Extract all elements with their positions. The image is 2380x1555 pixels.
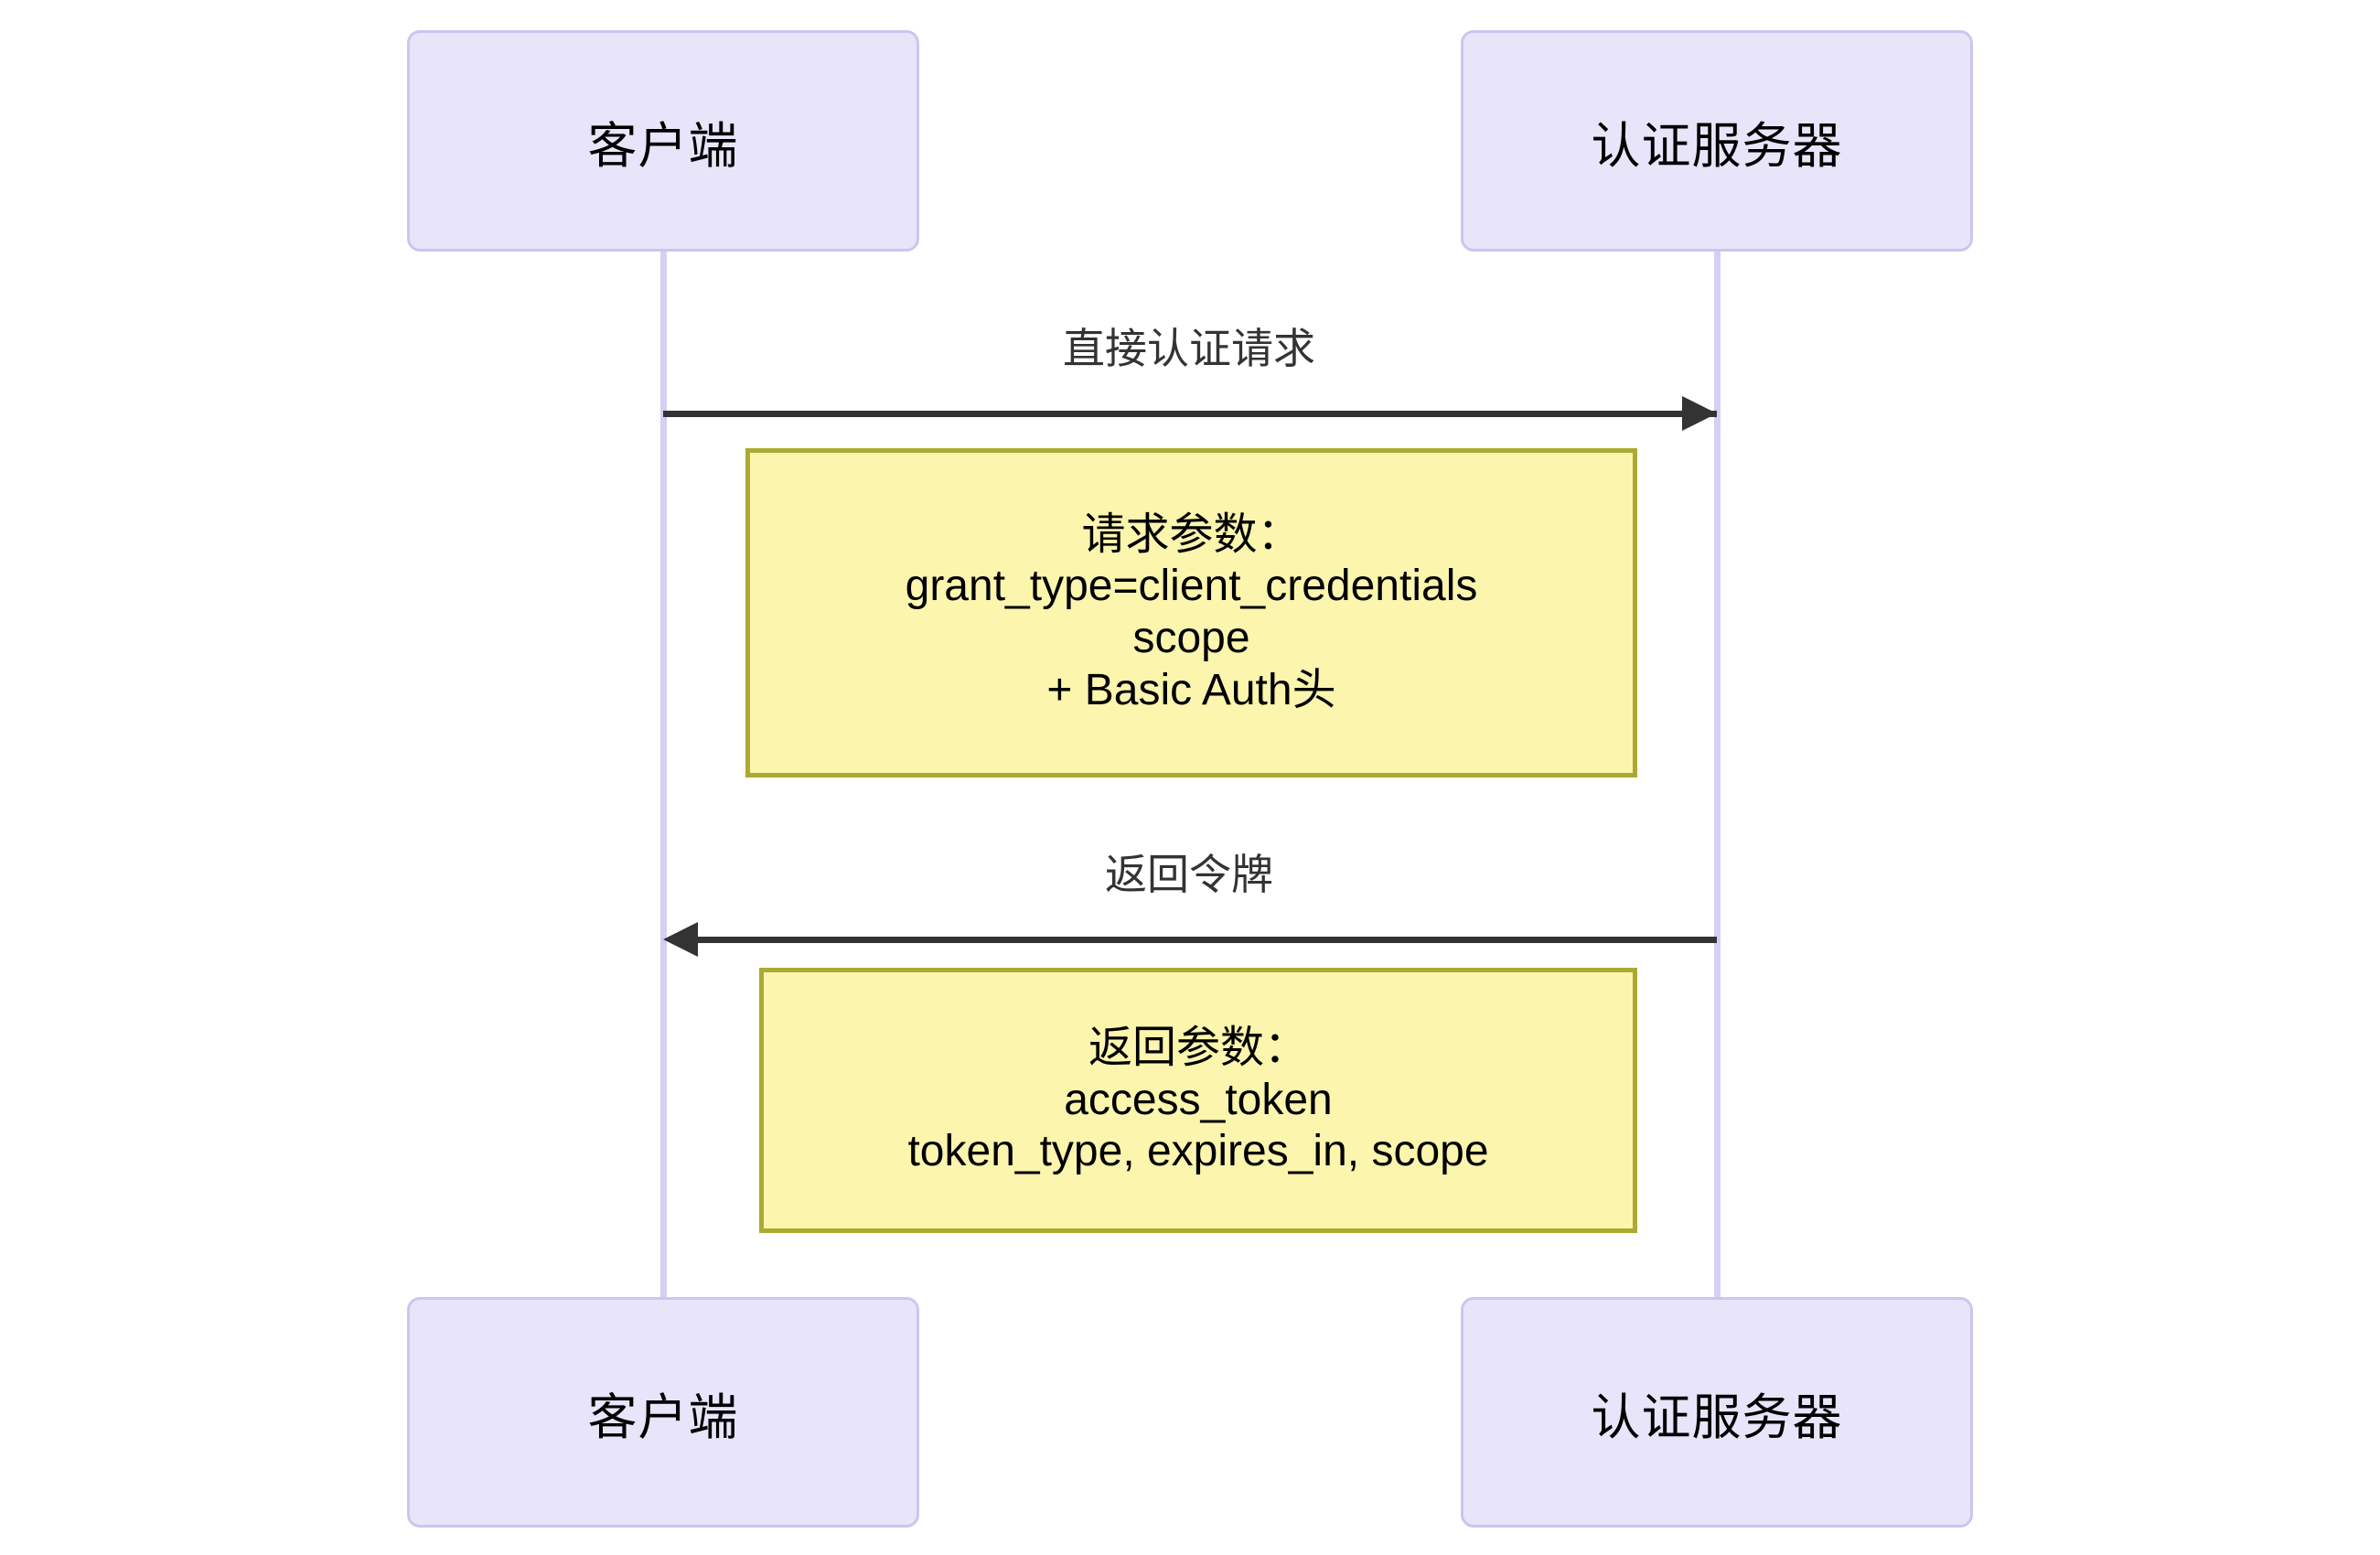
participant-client-top[interactable]: 客户端 xyxy=(407,30,919,252)
lifeline-auth-server xyxy=(1714,252,1721,1299)
participant-client-bottom-label: 客户端 xyxy=(587,1389,739,1445)
note-response-params: 返回参数： access_token token_type, expires_i… xyxy=(759,968,1637,1233)
message-label-return-token-text: 返回令牌 xyxy=(1105,851,1273,898)
message-label-return-token: 返回令牌 xyxy=(660,842,1718,902)
message-label-direct-auth-request: 直接认证请求 xyxy=(660,316,1718,376)
participant-client-bottom[interactable]: 客户端 xyxy=(407,1297,919,1528)
note-response-params-line-1: 返回参数： xyxy=(1088,1024,1308,1073)
note-response-params-line-3: token_type, expires_in, scope xyxy=(907,1127,1489,1176)
message-line-return-token xyxy=(698,937,1717,943)
participant-client-top-label: 客户端 xyxy=(587,118,739,174)
note-response-params-line-2: access_token xyxy=(1064,1075,1333,1124)
message-line-direct-auth-request xyxy=(663,411,1717,417)
note-request-params-line-1: 请求参数： xyxy=(1081,509,1302,559)
note-request-params: 请求参数： grant_type=client_credentials scop… xyxy=(745,448,1637,778)
participant-auth-server-bottom[interactable]: 认证服务器 xyxy=(1461,1297,1973,1528)
note-request-params-line-2: grant_type=client_credentials xyxy=(905,562,1478,611)
arrowhead-left-client xyxy=(663,922,698,957)
participant-auth-server-top[interactable]: 认证服务器 xyxy=(1461,30,1973,252)
participant-auth-server-bottom-label: 认证服务器 xyxy=(1591,1389,1843,1445)
lifeline-client xyxy=(660,252,667,1299)
participant-auth-server-top-label: 认证服务器 xyxy=(1591,118,1843,174)
note-request-params-line-4: + Basic Auth头 xyxy=(1046,665,1336,714)
arrowhead-right-auth-server xyxy=(1682,396,1717,431)
note-request-params-line-3: scope xyxy=(1132,614,1250,662)
message-label-direct-auth-request-text: 直接认证请求 xyxy=(1063,325,1315,372)
